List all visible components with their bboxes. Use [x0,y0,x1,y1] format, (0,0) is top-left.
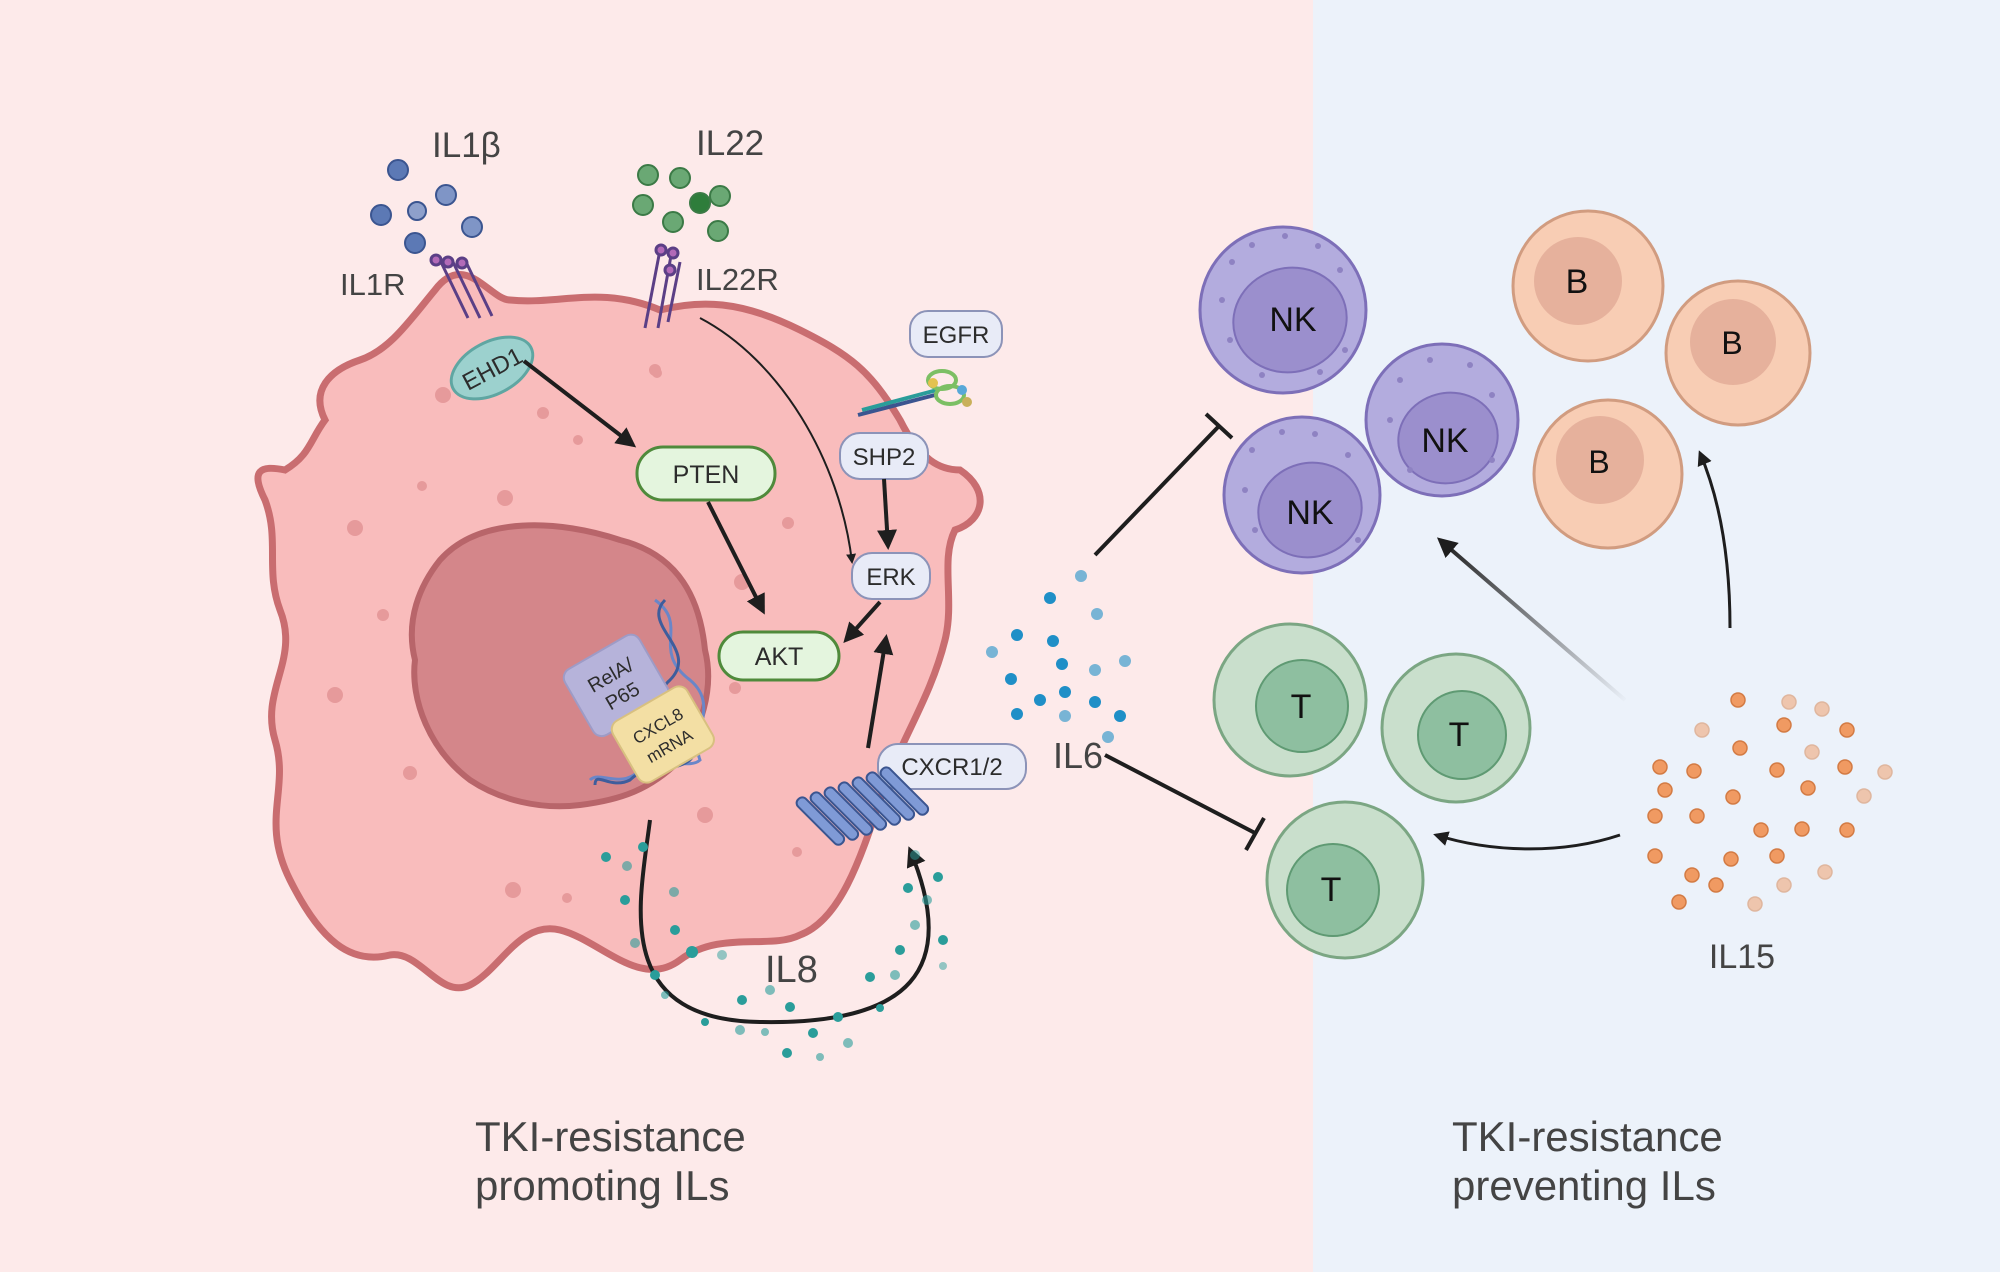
shp2-label: SHP2 [853,444,916,471]
arrow-pten-to-akt [706,501,765,615]
t-cell-2: T [1380,652,1532,804]
il6-label: IL6 [1053,735,1103,776]
il15-ligands [1647,692,1893,912]
arrow-ehd1-to-pten [522,359,637,448]
cxcl8-mrna: CXCL8 mRNA [610,685,715,784]
b-cell-2: B [1664,279,1812,427]
preventing-caption-line2: preventing ILs [1452,1162,1716,1209]
nk-cell-2: NK [1364,342,1520,498]
promoting-caption-line1: TKI-resistance [475,1113,746,1160]
il15-label: IL15 [1709,938,1775,976]
preventing-panel [1313,0,2000,1272]
arrow-il8-autocrine-loop [638,819,931,1025]
arrow-erk-to-akt [843,600,882,643]
promoting-caption: TKI-resistance promoting ILs [475,1113,746,1209]
egfr-node: EGFR [909,310,1003,358]
il15-arrows [1433,450,1732,851]
il15-to-nk-arrow [1436,537,1627,702]
cxcr-receptor-icon [795,766,930,846]
nk-cell-3-label: NK [1286,494,1334,532]
akt-label: AKT [755,643,804,671]
il6-ligands [986,570,1131,743]
shp2-node: SHP2 [839,432,929,480]
il22r-label: IL22R [696,262,779,297]
arrow-shp2-to-erk [877,478,898,550]
pten-node: PTEN [635,445,777,502]
promoting-caption-line2: promoting ILs [475,1162,729,1209]
il8-label: IL8 [765,949,818,991]
t-cell-3-label: T [1321,871,1342,909]
b-cell-3: B [1532,398,1684,550]
nk-cell-1: NK [1198,225,1368,395]
nk-cell-2-label: NK [1421,422,1469,460]
arrow-il22r-to-erk [699,317,857,564]
il1r-receptor [429,253,494,319]
b-cell-1-label: B [1566,263,1589,301]
il6-inhibits-t [1104,753,1256,835]
il1b-ligands [370,159,483,254]
b-cell-2-label: B [1721,325,1742,361]
il15-to-t-arrow [1433,831,1621,851]
il1b-label: IL1β [432,126,501,165]
il22-label: IL22 [696,124,764,163]
b-cell-3-label: B [1588,444,1609,480]
il6-inhibition-lines [1093,412,1266,851]
egfr-receptor-icon [857,369,972,417]
preventing-caption: TKI-resistance preventing ILs [1452,1113,1723,1209]
nk-cell-1-label: NK [1269,301,1317,339]
preventing-caption-line1: TKI-resistance [1452,1113,1723,1160]
arrow-cxcr-to-erk [866,634,894,749]
nk-cell-3: NK [1222,415,1382,575]
cytoplasm-granules [327,364,802,903]
cxcr-label: CXCR1/2 [901,754,1002,781]
b-cell-1: B [1511,209,1665,363]
il22-ligands [632,164,731,242]
t-cell-3: T [1265,800,1425,960]
pathway-arrows [522,317,931,1025]
t-cell-2-label: T [1449,716,1470,754]
il15-to-b-arrow [1697,450,1732,629]
il22r-receptor [643,243,682,329]
t-cell-1-label: T [1291,688,1312,726]
egfr-label: EGFR [923,322,990,349]
akt-node: AKT [717,630,841,682]
il6-inhibits-nk [1093,423,1222,557]
il1r-label: IL1R [340,267,405,302]
erk-node: ERK [851,552,931,600]
pten-label: PTEN [673,461,740,489]
il8-ligands [601,842,948,1061]
cxcr-node: CXCR1/2 [877,743,1027,790]
ehd1-node: EHD1 [449,335,535,401]
erk-label: ERK [866,564,915,591]
t-cell-1: T [1212,622,1368,778]
